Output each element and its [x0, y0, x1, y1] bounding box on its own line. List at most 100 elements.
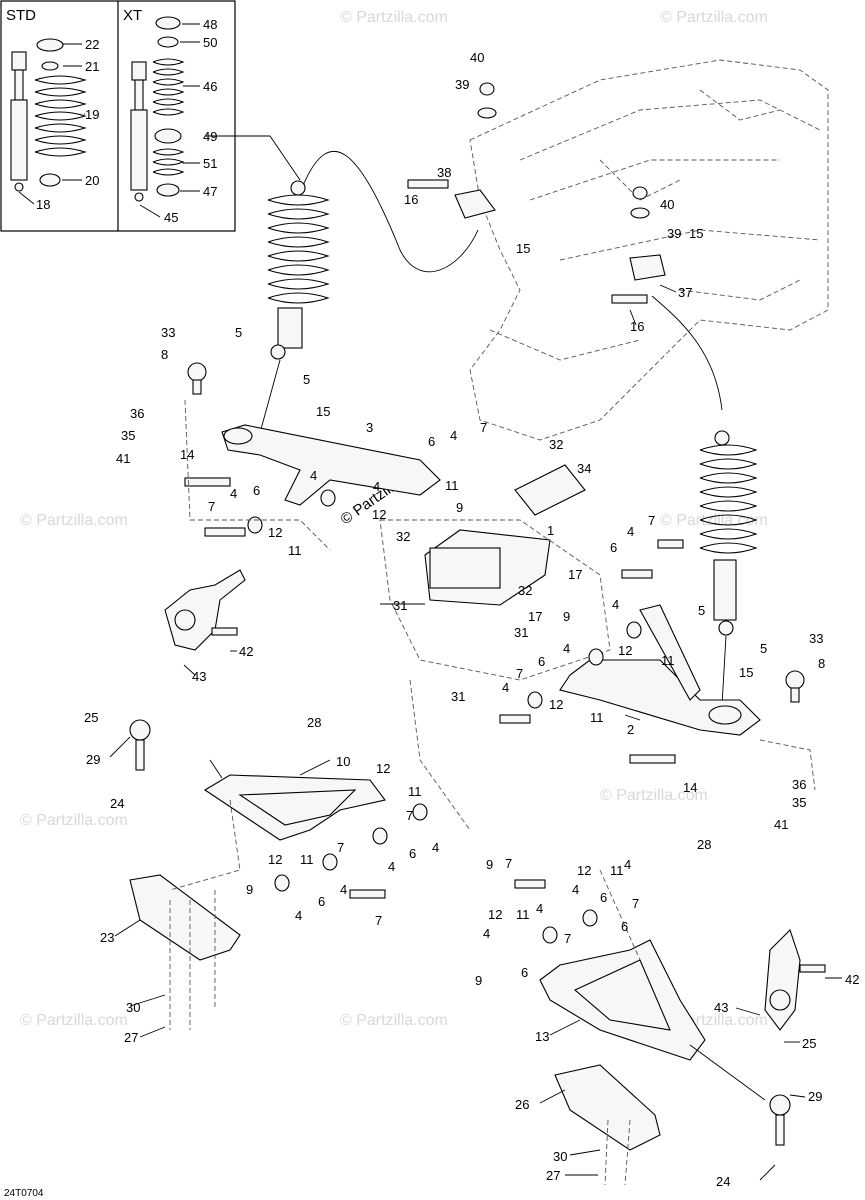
lower-a-arm-right: [539, 939, 706, 1061]
callout-22: 22: [85, 37, 99, 52]
watermark: © Partzilla.com: [340, 1012, 448, 1029]
watermark: © Partzilla.com: [20, 812, 128, 829]
callout-6: 6: [318, 894, 325, 909]
callout-37: 37: [678, 285, 692, 300]
watermark: © Partzilla.com: [660, 9, 768, 26]
callout-15: 15: [689, 226, 703, 241]
callout-47: 47: [203, 184, 217, 199]
callout-9: 9: [563, 609, 570, 624]
callout-6: 6: [428, 434, 435, 449]
callout-28: 28: [307, 715, 321, 730]
watermark: © Partzilla.com: [340, 9, 448, 26]
callout-6: 6: [409, 846, 416, 861]
callout-31: 31: [451, 689, 465, 704]
std-shock-icon: [10, 51, 28, 192]
callout-7: 7: [208, 499, 215, 514]
callout-5: 5: [760, 641, 767, 656]
callout-6: 6: [600, 890, 607, 905]
left-shock-absorber: [267, 180, 330, 360]
upper-a-arm-left: [221, 424, 441, 506]
callout-14: 14: [180, 447, 194, 462]
xt-spring-icon: [152, 16, 185, 197]
callout-15: 15: [739, 665, 753, 680]
callout-41: 41: [116, 451, 130, 466]
callout-32: 32: [549, 437, 563, 452]
callout-11: 11: [610, 863, 624, 878]
callout-20: 20: [85, 173, 99, 188]
callout-5: 5: [303, 372, 310, 387]
callout-9: 9: [246, 882, 253, 897]
callout-15: 15: [316, 404, 330, 419]
callout-4: 4: [502, 680, 509, 695]
callout-5: 5: [235, 325, 242, 340]
callout-4: 4: [563, 641, 570, 656]
callout-8: 8: [818, 656, 825, 671]
callout-23: 23: [100, 930, 114, 945]
callout-12: 12: [488, 907, 502, 922]
callout-41: 41: [774, 817, 788, 832]
callout-2: 2: [627, 722, 634, 737]
right-shock-frame-leader: [651, 295, 723, 411]
shock-leader-right: [721, 635, 727, 706]
callout-15: 15: [516, 241, 530, 256]
callout-33: 33: [161, 325, 175, 340]
callout-16: 16: [630, 319, 644, 334]
callout-28: 28: [697, 837, 711, 852]
callout-4: 4: [340, 882, 347, 897]
frame-outline: [469, 59, 829, 441]
callout-39: 39: [455, 77, 469, 92]
callout-19: 19: [85, 107, 99, 122]
callout-12: 12: [376, 761, 390, 776]
callout-12: 12: [372, 507, 386, 522]
callout-7: 7: [505, 856, 512, 871]
watermark: © Partzilla.com: [660, 512, 768, 529]
callout-4: 4: [432, 840, 439, 855]
callout-4: 4: [230, 486, 237, 501]
callout-32: 32: [518, 583, 532, 598]
callout-36: 36: [130, 406, 144, 421]
callout-5: 5: [698, 603, 705, 618]
upper-ball-joint-right: [785, 670, 805, 703]
skid-plate-left: [129, 874, 241, 961]
callout-32: 32: [396, 529, 410, 544]
callout-27: 27: [546, 1168, 560, 1183]
bracket-outline: [379, 519, 611, 681]
lower-a-arm-left: [203, 774, 386, 841]
xt-label: XT: [123, 7, 142, 24]
callout-39: 39: [667, 226, 681, 241]
callout-7: 7: [516, 666, 523, 681]
callout-4: 4: [295, 908, 302, 923]
callout-4: 4: [572, 882, 579, 897]
callout-42: 42: [845, 972, 859, 987]
diagram-code: 24T0704: [4, 1188, 44, 1199]
std-label: STD: [6, 7, 36, 24]
callout-8: 8: [161, 347, 168, 362]
callout-7: 7: [648, 513, 655, 528]
callout-7: 7: [480, 420, 487, 435]
callout-43: 43: [714, 1000, 728, 1015]
hardware-parts: [184, 82, 826, 973]
callout-11: 11: [288, 543, 302, 558]
callout-30: 30: [126, 1000, 140, 1015]
callout-4: 4: [624, 857, 631, 872]
callout-4: 4: [373, 479, 380, 494]
callout-34: 34: [577, 461, 591, 476]
right-shock-absorber: [699, 430, 758, 636]
callout-12: 12: [268, 525, 282, 540]
callout-12: 12: [618, 643, 632, 658]
callout-7: 7: [406, 808, 413, 823]
callout-40: 40: [470, 50, 484, 65]
callout-6: 6: [610, 540, 617, 555]
callout-11: 11: [516, 907, 530, 922]
center-bracket: [424, 464, 586, 606]
callout-40: 40: [660, 197, 674, 212]
callout-12: 12: [268, 852, 282, 867]
alignment-lines: [169, 399, 816, 1186]
callout-11: 11: [661, 653, 675, 668]
callout-17: 17: [568, 567, 582, 582]
callout-38: 38: [437, 165, 451, 180]
ball-joint-left: [129, 719, 151, 771]
callout-11: 11: [445, 478, 459, 493]
callout-25: 25: [84, 710, 98, 725]
callout-7: 7: [632, 896, 639, 911]
